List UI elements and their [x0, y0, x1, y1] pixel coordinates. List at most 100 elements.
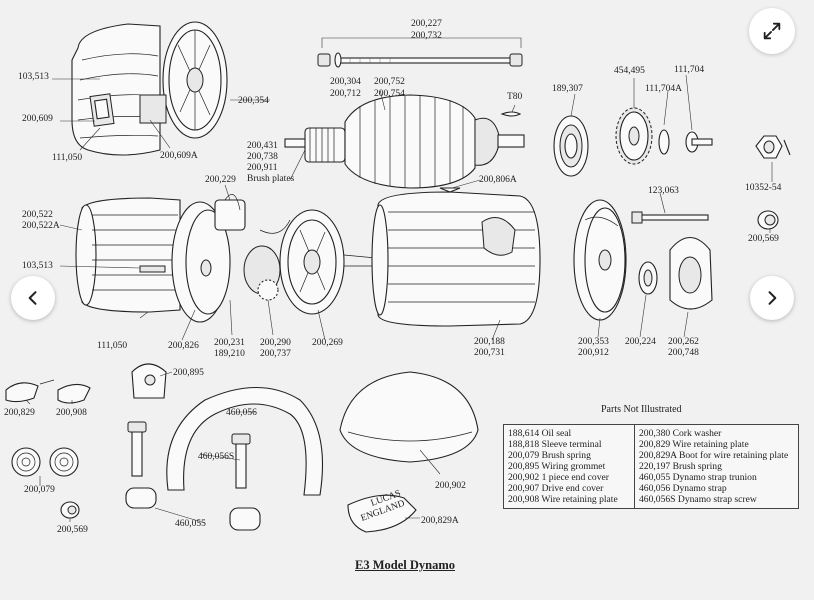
label-200569b: 200,569 [57, 525, 88, 535]
label-200224: 200,224 [625, 337, 656, 347]
label-103513b: 103,513 [22, 261, 53, 271]
label-200737: 200,737 [260, 349, 291, 359]
label-200353: 200,353 [578, 337, 609, 347]
brush-gear [214, 194, 291, 301]
armature [284, 94, 525, 189]
label-200895: 200,895 [173, 368, 204, 378]
one-piece-end-cover [339, 371, 479, 463]
bolt-123063 [631, 211, 709, 224]
end-bracket [171, 201, 231, 323]
label-200354: 200,354 [238, 96, 269, 106]
wire-retaining-plate-200908 [57, 383, 91, 404]
chevron-left-icon [28, 291, 37, 305]
expand-button[interactable] [749, 8, 795, 54]
label-200738: 200,738 [247, 152, 278, 162]
legend-item: 200,829A Boot for wire retaining plate [639, 450, 789, 461]
label-200188: 200,188 [474, 337, 505, 347]
bush-200569 [757, 210, 779, 230]
label-111704: 111,704 [674, 65, 704, 75]
diagram-title: E3 Model Dynamo [355, 558, 455, 572]
legend-item: 200,902 1 piece end cover [508, 472, 609, 483]
label-200712: 200,712 [330, 89, 361, 99]
legend-item: 200,079 Brush spring [508, 450, 591, 461]
label-200748: 200,748 [668, 348, 699, 358]
label-200262: 200,262 [668, 337, 699, 347]
label-200912: 200,912 [578, 348, 609, 358]
label-200227: 200,227 [411, 19, 442, 29]
label-454495: 454,495 [614, 66, 645, 76]
label-200431: 200,431 [247, 141, 278, 151]
legend-item: 188,818 Sleeve terminal [508, 439, 602, 450]
label-200609: 200,609 [22, 114, 53, 124]
brush-springs [11, 447, 79, 477]
label-200826: 200,826 [168, 341, 199, 351]
wiring-grommet [131, 363, 167, 399]
drive-end-bracket [573, 199, 627, 321]
next-image-button[interactable] [750, 276, 794, 320]
label-460055: 460,055 [175, 519, 206, 529]
label-111050b: 111,050 [97, 341, 127, 351]
previous-image-button[interactable] [11, 276, 55, 320]
legend-item: 200,907 Drive end cover [508, 483, 604, 494]
bearing-plate-200262 [669, 236, 713, 310]
legend-title: Parts Not Illustrated [601, 404, 682, 415]
label-200829A: 200,829A [421, 516, 459, 526]
label-200911: 200,911 [247, 163, 278, 173]
label-200229: 200,229 [205, 175, 236, 185]
bearing [553, 115, 589, 177]
legend-item: 200,895 Wiring grommet [508, 461, 606, 472]
pulley-gear [615, 107, 653, 165]
wire-boot [347, 494, 417, 533]
field-yoke [371, 187, 541, 327]
through-bolt [317, 37, 523, 68]
label-111704A: 111,704A [645, 84, 682, 94]
expand-arrows-icon [763, 22, 781, 40]
label-123063: 123,063 [648, 186, 679, 196]
label-200290: 200,290 [260, 338, 291, 348]
table-row: 188,614 Oil seal 188,818 Sleeve terminal… [503, 424, 799, 509]
label-200902: 200,902 [435, 481, 466, 491]
label-200829: 200,829 [4, 408, 35, 418]
parts-not-illustrated-table: 188,614 Oil seal 188,818 Sleeve terminal… [503, 424, 799, 509]
label-10352-54: 10352-54 [745, 183, 782, 193]
legend-item: 200,380 Cork washer [639, 428, 722, 439]
chevron-right-icon [768, 291, 777, 305]
label-200304: 200,304 [330, 77, 361, 87]
strap-screws [127, 421, 251, 489]
label-200908: 200,908 [56, 408, 87, 418]
label-200269: 200,269 [312, 338, 343, 348]
legend-item: 220,197 Brush spring [639, 461, 722, 472]
legend-item: 460,056 Dynamo strap [639, 483, 727, 494]
label-200522: 200,522 [22, 210, 53, 220]
label-200522A: 200,522A [22, 221, 60, 231]
label-200609A: 200,609A [160, 151, 198, 161]
label-111050a: 111,050 [52, 153, 82, 163]
label-460056: 460,056 [226, 408, 257, 418]
label-T80: T80 [507, 92, 523, 102]
label-189307: 189,307 [552, 84, 583, 94]
legend-item: 188,614 Oil seal [508, 428, 572, 439]
nut [755, 135, 791, 159]
label-200806A: 200,806A [479, 175, 517, 185]
brush-plate [279, 209, 377, 315]
commutator-end-housing [71, 23, 161, 156]
washer-bolt [685, 131, 713, 153]
label-200754: 200,754 [374, 89, 405, 99]
bush-200569-small [60, 501, 80, 519]
label-200732: 200,732 [411, 31, 442, 41]
label-200079: 200,079 [24, 485, 55, 495]
label-200752: 200,752 [374, 77, 405, 87]
legend-item: 200,908 Wire retaining plate [508, 494, 618, 505]
dynamo-strap [166, 387, 324, 496]
legend-item: 200,829 Wire retaining plate [639, 439, 749, 450]
legend-item: 460,056S Dynamo strap screw [639, 494, 757, 505]
wire-retaining-plate-200829 [5, 379, 55, 403]
label-189210: 189,210 [214, 349, 245, 359]
label-460056S: 460,056S [198, 452, 234, 462]
bush-200224 [638, 261, 658, 295]
yoke-body [75, 197, 181, 313]
label-200231: 200,231 [214, 338, 245, 348]
legend-item: 460,055 Dynamo strap trunion [639, 472, 757, 483]
